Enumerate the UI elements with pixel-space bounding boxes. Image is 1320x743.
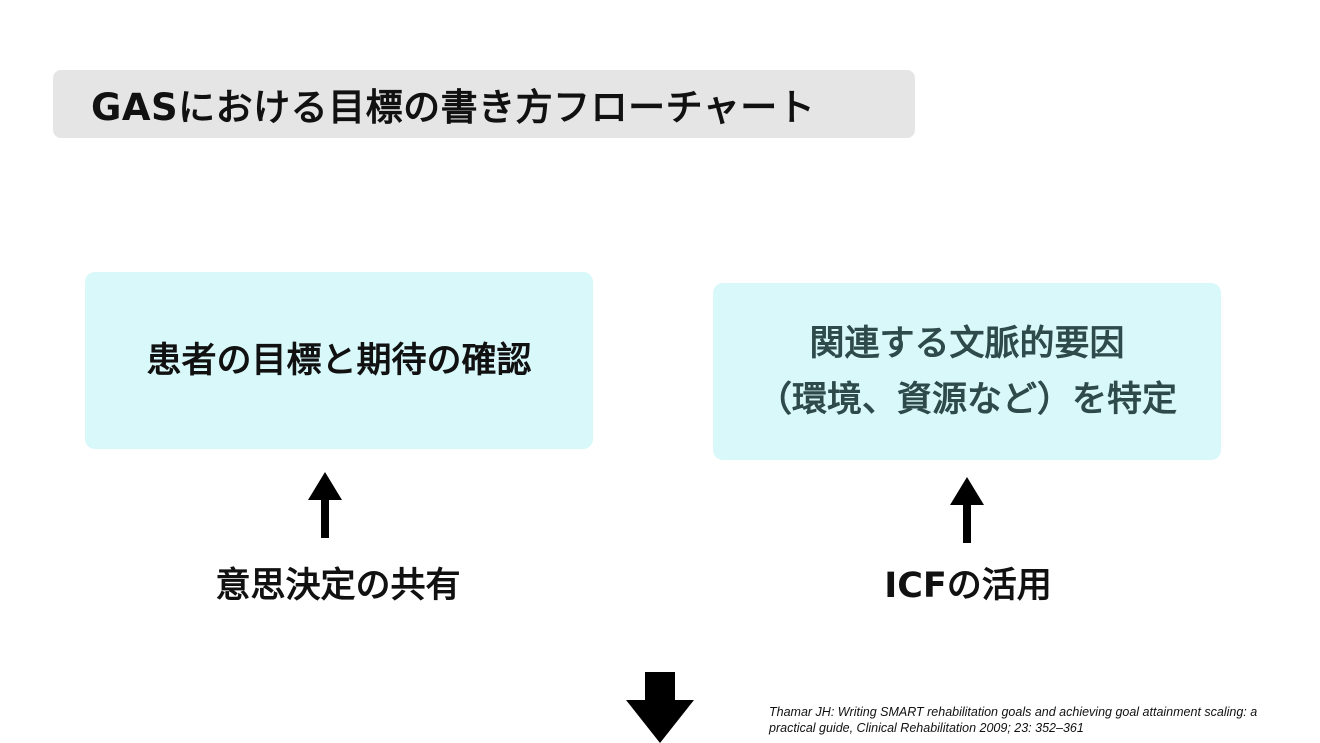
citation-line-1: Thamar JH: Writing SMART rehabilitation …	[769, 705, 1258, 719]
citation-line-2: practical guide, Clinical Rehabilitation…	[769, 721, 1084, 735]
arrow-down-shaft	[645, 672, 675, 702]
contextual-factors-line-1: 関連する文脈的要因	[809, 323, 1125, 364]
arrow-up-icon	[308, 472, 342, 538]
arrow-up-right-head	[950, 477, 984, 505]
arrow-up-left-shaft	[321, 498, 329, 538]
title-banner: GASにおける目標の書き方フローチャート	[53, 70, 915, 138]
arrow-down-head	[626, 700, 694, 743]
arrow-up-right-shaft	[963, 503, 971, 543]
contextual-factors-box: 関連する文脈的要因 （環境、資源など）を特定	[713, 283, 1221, 460]
citation: Thamar JH: Writing SMART rehabilitation …	[769, 704, 1314, 736]
arrow-up-left-head	[308, 472, 342, 500]
shared-decision-label: 意思決定の共有	[215, 566, 461, 606]
patient-goals-text: 患者の目標と期待の確認	[146, 340, 532, 381]
contextual-factors-line-2: （環境、資源など）を特定	[756, 379, 1177, 420]
arrow-up-icon	[950, 477, 984, 543]
icf-label: ICFの活用	[884, 566, 1052, 606]
patient-goals-box: 患者の目標と期待の確認	[85, 272, 593, 449]
arrow-down-icon	[626, 672, 694, 743]
slide-title: GASにおける目標の書き方フローチャート	[91, 86, 816, 129]
